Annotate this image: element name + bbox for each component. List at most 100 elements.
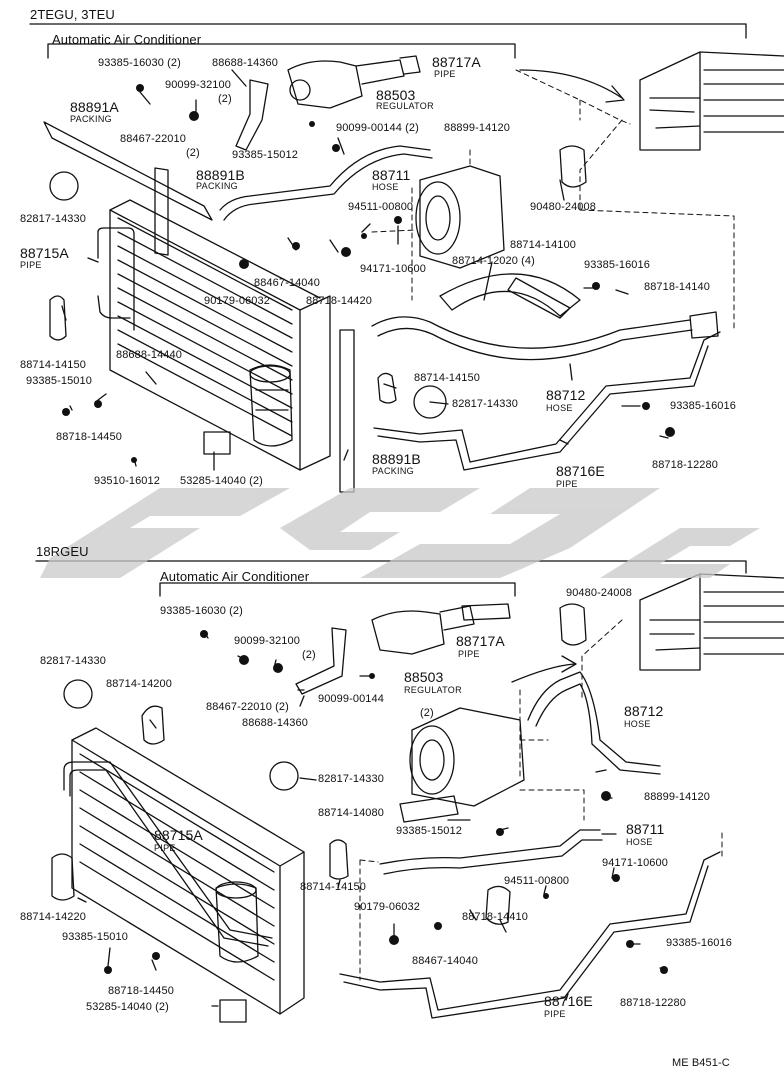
bottom-label-90480-24008: 90480-24008 [566, 587, 632, 599]
label-88711-type: HOSE [372, 182, 399, 192]
bottom-label-90099-00144-qty: (2) [420, 707, 434, 719]
bottom-regulator [371, 610, 445, 655]
label-88503-type: REGULATOR [376, 101, 434, 111]
bottom-label-88711: 88711 [626, 821, 665, 837]
label-88891a-type: PACKING [70, 114, 112, 124]
bottom-pipe-88717a [461, 603, 511, 621]
bottom-receiver [215, 883, 259, 963]
label-88467-22010: 88467-22010 [120, 133, 186, 145]
top-regulator [287, 60, 363, 109]
label-88467-22010-qty: (2) [186, 147, 200, 159]
bottom-label-88899-14120: 88899-14120 [644, 791, 710, 803]
label-93385-15012: 93385-15012 [232, 149, 298, 161]
bottom-label-88467-14040: 88467-14040 [412, 955, 478, 967]
bottom-label-88503-type: REGULATOR [404, 685, 462, 695]
bottom-clamp-88714-14150 [329, 839, 349, 880]
label-88714-14150-right: 88714-14150 [414, 372, 480, 384]
top-section-subtitle: Automatic Air Conditioner [52, 32, 202, 47]
top-pipe-88715a [97, 227, 135, 331]
bottom-flow-arrow [511, 663, 575, 683]
bottom-section-bracket [35, 560, 747, 574]
bottom-hose-88711 [379, 829, 603, 875]
top-flow-arrow [519, 69, 623, 99]
bottom-section-subtitle: Automatic Air Conditioner [160, 569, 310, 584]
label-88714-12020: 88714-12020 (4) [452, 255, 535, 267]
label-88711: 88711 [372, 167, 411, 183]
label-82817-14330-right: 82817-14330 [452, 398, 518, 410]
label-88688-14440: 88688-14440 [116, 349, 182, 361]
label-90099-32100: 90099-32100 [165, 79, 231, 91]
watermark-logo [40, 488, 760, 578]
label-88717a: 88717A [432, 54, 481, 70]
packing-strip-b-top [154, 167, 169, 256]
bottom-label-88714-14080: 88714-14080 [318, 807, 384, 819]
top-receiver [249, 364, 293, 447]
bottom-ac-bracket [159, 582, 516, 597]
top-section-bracket [29, 23, 747, 39]
label-88715a-type: PIPE [20, 260, 42, 270]
label-88718-12280: 88718-12280 [652, 459, 718, 471]
bottom-label-88711-type: HOSE [626, 837, 653, 847]
label-82817-14330: 82817-14330 [20, 213, 86, 225]
bottom-label-94511-00800: 94511-00800 [504, 875, 570, 887]
label-88891b-top: 88891B [196, 167, 245, 183]
label-88712: 88712 [546, 387, 586, 403]
bottom-label-94171-10600: 94171-10600 [602, 857, 668, 869]
bottom-cap-88714-14200 [141, 705, 165, 745]
label-88714-14100: 88714-14100 [510, 239, 576, 251]
label-88891b-bottom: 88891B [372, 451, 421, 467]
label-94511-00800: 94511-00800 [348, 201, 414, 213]
bottom-grommet-90480 [559, 603, 587, 646]
packing-strip-a [43, 121, 213, 221]
bottom-section-title: 18RGEU [36, 544, 89, 559]
bottom-pipe-88716e [339, 851, 721, 1019]
top-grommet-90480 [559, 145, 587, 188]
top-seal-82817-left [49, 171, 79, 201]
bottom-clamp-88714-14220 [51, 853, 75, 901]
top-seal-82817-right [413, 385, 447, 419]
label-88715a: 88715A [20, 245, 69, 261]
bottom-label-82817-14330-right: 82817-14330 [318, 773, 384, 785]
label-53285-14040: 53285-14040 (2) [180, 475, 263, 487]
label-88716e: 88716E [556, 463, 605, 479]
bottom-label-88716e: 88716E [544, 993, 593, 1009]
bottom-label-90099-32100: 90099-32100 [234, 635, 300, 647]
top-compressor [419, 165, 505, 269]
packing-strip-b-bottom [339, 329, 355, 493]
top-bracket [235, 79, 269, 151]
bottom-label-88712: 88712 [624, 703, 664, 719]
label-90099-32100-qty: (2) [218, 93, 232, 105]
label-93385-16030: 93385-16030 (2) [98, 57, 181, 69]
bottom-label-88715a-type: PIPE [154, 843, 176, 853]
label-88891b-bottom-type: PACKING [372, 466, 414, 476]
label-88718-14450: 88718-14450 [56, 431, 122, 443]
top-evaporator [639, 51, 784, 151]
label-88717a-type: PIPE [434, 69, 456, 79]
bottom-seal-82817-left [63, 679, 93, 709]
label-93385-15010: 93385-15010 [26, 375, 92, 387]
bottom-pipe-88715a [63, 761, 273, 939]
bottom-block-53285 [219, 999, 247, 1023]
bottom-label-88716e-type: PIPE [544, 1009, 566, 1019]
bottom-compressor [411, 707, 525, 807]
bottom-label-88688-14360: 88688-14360 [242, 717, 308, 729]
top-block-53285 [203, 431, 231, 455]
top-sleeve [507, 277, 571, 319]
bottom-label-88714-14200: 88714-14200 [106, 678, 172, 690]
bottom-label-88467-22010: 88467-22010 (2) [206, 701, 289, 713]
label-88716e-type: PIPE [556, 479, 578, 489]
top-section-title: 2TEGU, 3TEU [30, 7, 115, 22]
bottom-hose-88712 [527, 671, 661, 775]
bottom-label-88715a: 88715A [154, 827, 203, 843]
bottom-label-90099-00144: 90099-00144 [318, 693, 384, 705]
top-hose-88712 [371, 316, 693, 361]
figure-code: ME B451-C [672, 1057, 730, 1069]
bottom-label-88503: 88503 [404, 669, 444, 685]
label-88899-14120: 88899-14120 [444, 122, 510, 134]
top-condenser [109, 209, 301, 471]
label-94171-10600: 94171-10600 [360, 263, 426, 275]
label-88891b-top-type: PACKING [196, 181, 238, 191]
label-93385-16016-right: 93385-16016 [670, 400, 736, 412]
bottom-condenser [71, 739, 281, 1015]
